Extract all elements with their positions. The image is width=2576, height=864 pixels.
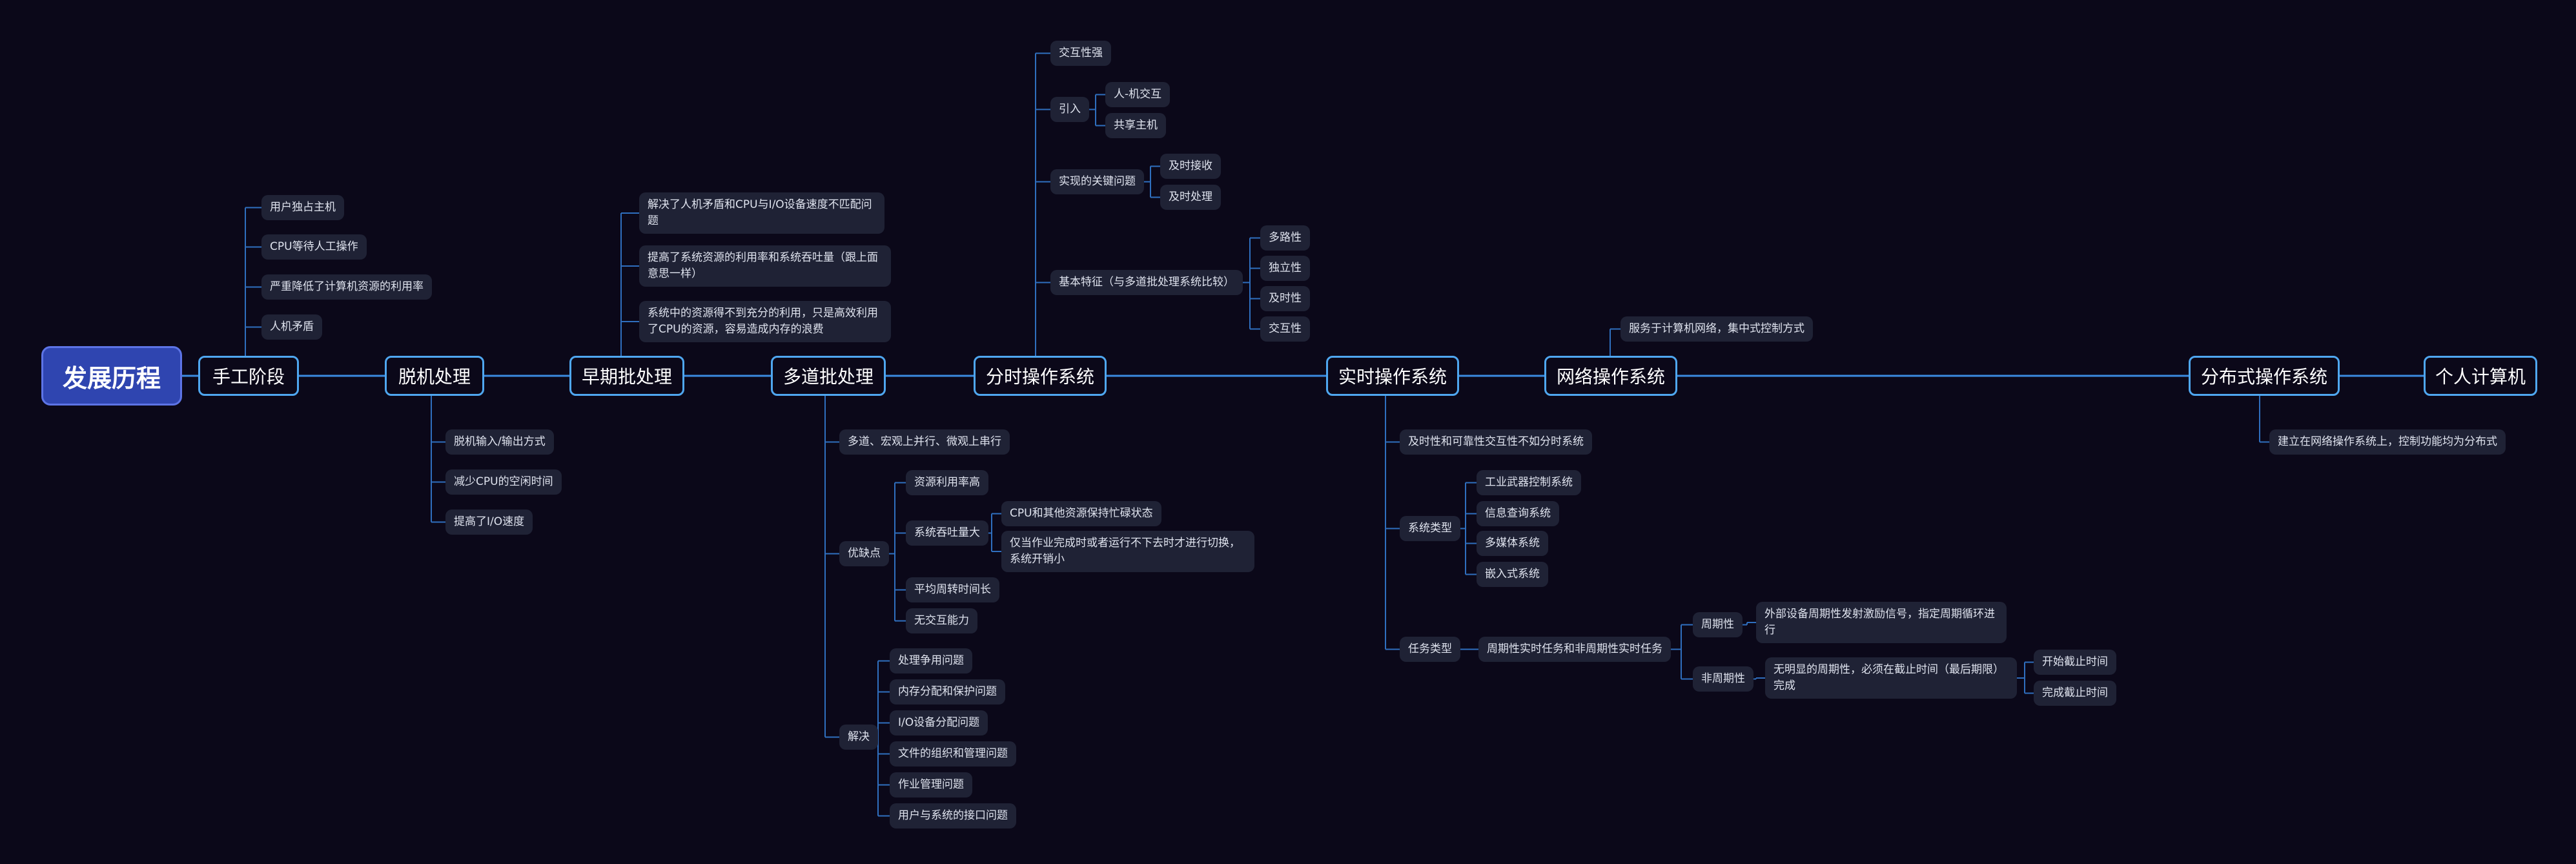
realtime-task-types[interactable]: 任务类型 — [1400, 637, 1460, 662]
stage-offline[interactable]: 脱机处理 — [385, 356, 484, 396]
multi-batch-resource-util[interactable]: 资源利用率高 — [906, 470, 988, 495]
periodic-desc[interactable]: 外部设备周期性发射激励信号，指定周期循环进行 — [1756, 602, 2007, 643]
manual-item[interactable]: 严重降低了计算机资源的利用率 — [261, 274, 432, 300]
solve-item[interactable]: 用户与系统的接口问题 — [890, 803, 1016, 828]
multi-batch-solve[interactable]: 解决 — [839, 725, 878, 750]
early-batch-item[interactable]: 解决了人机矛盾和CPU与I/O设备速度不匹配问题 — [639, 192, 884, 234]
solve-item[interactable]: I/O设备分配问题 — [890, 710, 988, 735]
aperiodic-desc[interactable]: 无明显的周期性，必须在截止时间（最后期限）完成 — [1765, 657, 2017, 699]
system-type-item[interactable]: 信息查询系统 — [1477, 501, 1559, 526]
stage-timeshare[interactable]: 分时操作系统 — [974, 356, 1107, 396]
feature-item[interactable]: 多路性 — [1260, 225, 1310, 251]
multi-batch-no-interaction[interactable]: 无交互能力 — [906, 608, 977, 633]
timeshare-key-issue[interactable]: 实现的关键问题 — [1050, 169, 1144, 194]
introduce-item[interactable]: 人-机交互 — [1105, 82, 1170, 107]
throughput-reason[interactable]: CPU和其他资源保持忙碌状态 — [1001, 501, 1161, 526]
network-desc[interactable]: 服务于计算机网络，集中式控制方式 — [1620, 316, 1813, 342]
throughput-reason[interactable]: 仅当作业完成时或者运行不下去时才进行切换，系统开销小 — [1001, 531, 1254, 572]
manual-item[interactable]: 用户独占主机 — [261, 195, 344, 220]
stage-multi-batch[interactable]: 多道批处理 — [771, 356, 886, 396]
stage-early-batch[interactable]: 早期批处理 — [569, 356, 684, 396]
realtime-types[interactable]: 系统类型 — [1400, 516, 1460, 541]
root-node[interactable]: 发展历程 — [41, 346, 182, 406]
system-type-item[interactable]: 多媒体系统 — [1477, 531, 1548, 556]
realtime-task-desc[interactable]: 周期性实时任务和非周期性实时任务 — [1478, 637, 1671, 662]
solve-item[interactable]: 内存分配和保护问题 — [890, 679, 1005, 705]
system-type-item[interactable]: 嵌入式系统 — [1477, 562, 1548, 587]
stage-pc[interactable]: 个人计算机 — [2424, 356, 2537, 396]
offline-item[interactable]: 减少CPU的空闲时间 — [445, 469, 562, 495]
periodic-label[interactable]: 周期性 — [1693, 612, 1743, 637]
multi-batch-turnaround[interactable]: 平均周转时间长 — [906, 577, 999, 602]
stage-realtime[interactable]: 实时操作系统 — [1326, 356, 1459, 396]
early-batch-item[interactable]: 系统中的资源得不到充分的利用，只是高效利用了CPU的资源，容易造成内存的浪费 — [639, 301, 891, 342]
multi-batch-desc[interactable]: 多道、宏观上并行、微观上串行 — [839, 429, 1010, 455]
key-item[interactable]: 及时处理 — [1160, 185, 1221, 210]
stage-manual[interactable]: 手工阶段 — [198, 356, 299, 396]
manual-item[interactable]: CPU等待人工操作 — [261, 234, 367, 260]
stage-network[interactable]: 网络操作系统 — [1544, 356, 1677, 396]
feature-item[interactable]: 交互性 — [1260, 316, 1310, 342]
solve-item[interactable]: 文件的组织和管理问题 — [890, 741, 1016, 766]
feature-item[interactable]: 独立性 — [1260, 256, 1310, 281]
offline-item[interactable]: 脱机输入/输出方式 — [445, 429, 554, 455]
timeshare-strong-interaction[interactable]: 交互性强 — [1050, 41, 1111, 66]
stage-distributed[interactable]: 分布式操作系统 — [2189, 356, 2340, 396]
deadline-item[interactable]: 开始截止时间 — [2034, 650, 2116, 675]
multi-batch-throughput[interactable]: 系统吞吐量大 — [906, 520, 988, 546]
manual-item[interactable]: 人机矛盾 — [261, 314, 322, 340]
offline-item[interactable]: 提高了I/O速度 — [445, 509, 533, 535]
solve-item[interactable]: 作业管理问题 — [890, 772, 972, 797]
timeshare-introduce[interactable]: 引入 — [1050, 97, 1089, 122]
distributed-desc[interactable]: 建立在网络操作系统上，控制功能均为分布式 — [2269, 429, 2506, 455]
deadline-item[interactable]: 完成截止时间 — [2034, 681, 2116, 706]
solve-item[interactable]: 处理争用问题 — [890, 648, 972, 674]
multi-batch-pros-cons[interactable]: 优缺点 — [839, 541, 889, 566]
system-type-item[interactable]: 工业武器控制系统 — [1477, 470, 1581, 495]
early-batch-item[interactable]: 提高了系统资源的利用率和系统吞吐量（跟上面意思一样） — [639, 245, 891, 287]
introduce-item[interactable]: 共享主机 — [1105, 113, 1166, 138]
feature-item[interactable]: 及时性 — [1260, 286, 1310, 311]
aperiodic-label[interactable]: 非周期性 — [1693, 666, 1753, 692]
timeshare-features[interactable]: 基本特征（与多道批处理系统比较） — [1050, 270, 1243, 295]
key-item[interactable]: 及时接收 — [1160, 154, 1221, 179]
realtime-note[interactable]: 及时性和可靠性交互性不如分时系统 — [1400, 429, 1592, 455]
